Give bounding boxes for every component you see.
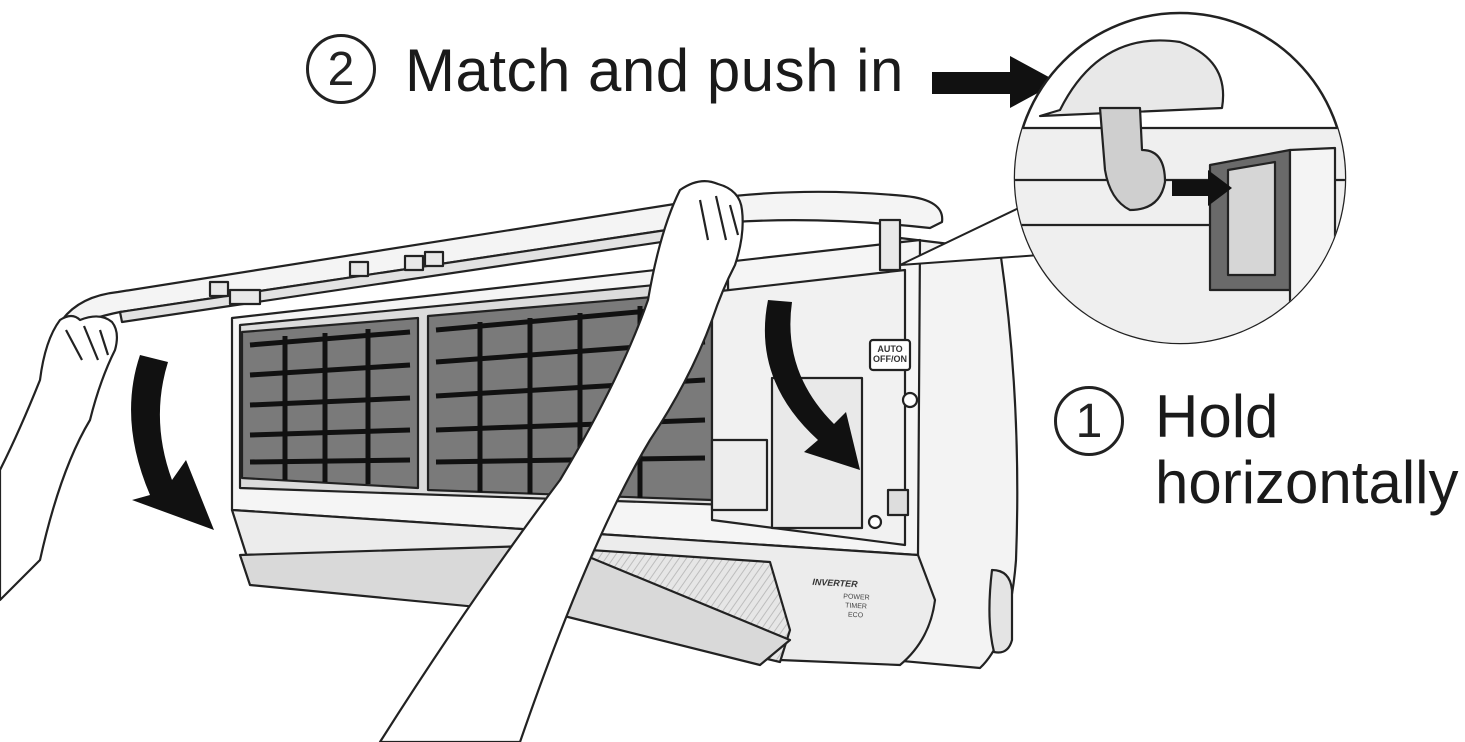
left-hand [0, 314, 119, 602]
push-arrow [932, 56, 1058, 108]
indicator-labels: POWER TIMER ECO [835, 592, 876, 621]
step-2-number: 2 [306, 34, 376, 104]
auto-label-line2: OFF/ON [873, 354, 907, 364]
step-2-caption: Match and push in [405, 37, 904, 104]
auto-button-label: AUTO OFF/ON [872, 344, 908, 364]
step-1-number: 1 [1054, 386, 1124, 456]
right-hand [378, 179, 744, 742]
step-1-caption-line1: Hold [1155, 383, 1279, 450]
left-curved-arrow [131, 355, 214, 530]
auto-label-line1: AUTO [877, 344, 903, 354]
inner-arrow [1172, 170, 1232, 206]
step-1-caption-line2: horizontally [1155, 449, 1459, 516]
right-curved-arrow [764, 300, 860, 470]
